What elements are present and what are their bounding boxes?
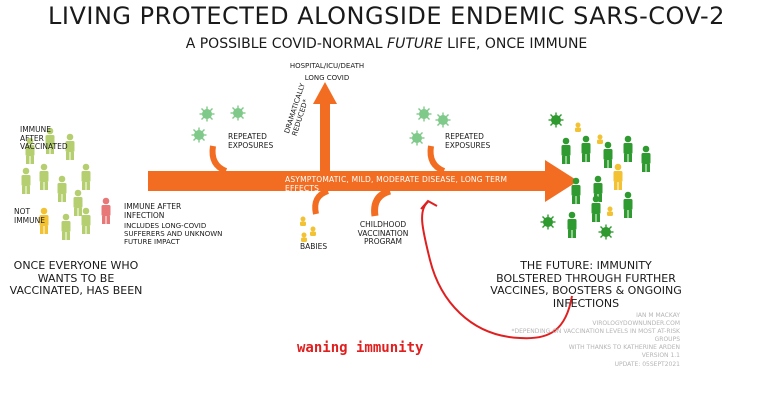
right-caption: The future: immunity bolstered through f…: [490, 259, 682, 310]
waning-immunity-curve: [421, 201, 573, 340]
up-branch-arrow: [320, 103, 330, 172]
exposure-hook-1: [209, 145, 228, 174]
exposure-hook-2: [427, 145, 446, 174]
baby-figures: [300, 216, 316, 242]
label-babies: Babies: [300, 242, 328, 251]
label-long-covid: Long COVID: [304, 74, 350, 82]
right-crowd: [561, 135, 651, 238]
arrow-spine-label: Asymptomatic, mild, moderate disease, lo…: [285, 175, 508, 193]
label-repeated-exposures-2: Repeated exposures: [445, 132, 491, 150]
label-not-immune: Not immune: [14, 207, 45, 225]
credits-block: Ian M Mackay virologydownunder.com *depe…: [500, 312, 680, 369]
main-arrow: [148, 160, 578, 202]
label-infection-note: Includes long-COVID sufferers and unknow…: [124, 222, 223, 247]
babies-hook: [312, 188, 330, 215]
page-subtitle: A possible COVID-normal future life, onc…: [0, 36, 773, 52]
label-immune-after-vaccinated: Immune after vaccinated: [20, 125, 68, 152]
label-hospital-icu-death: Hospital/ICU/Death: [289, 62, 365, 70]
credit-version: Version 1.1: [641, 352, 680, 360]
credit-site: virologydownunder.com: [592, 320, 680, 328]
subtitle-emphasis: future: [387, 36, 443, 52]
subtitle-post: life, once immune: [442, 36, 588, 52]
label-immune-after-infection: Immune after infection: [124, 202, 182, 220]
credit-updated: Update: 05SEPT2021: [614, 360, 680, 368]
waning-immunity-label: waning immunity: [297, 340, 424, 356]
childhood-vaccination-hook: [371, 187, 392, 217]
credit-author: Ian M Mackay: [636, 312, 680, 319]
label-repeated-exposures-1: Repeated exposures: [228, 132, 274, 150]
left-caption: Once everyone who wants to be vaccinated…: [9, 259, 143, 298]
subtitle-pre: A possible COVID-normal: [185, 36, 388, 52]
page-title: Living protected alongside endemic SARS-…: [48, 2, 725, 30]
label-childhood-vaccination: Childhood vaccination program: [357, 220, 409, 247]
credit-note: *depending on vaccination levels in most…: [511, 328, 680, 344]
credit-thanks: With thanks to Katherine Arden: [568, 344, 680, 352]
